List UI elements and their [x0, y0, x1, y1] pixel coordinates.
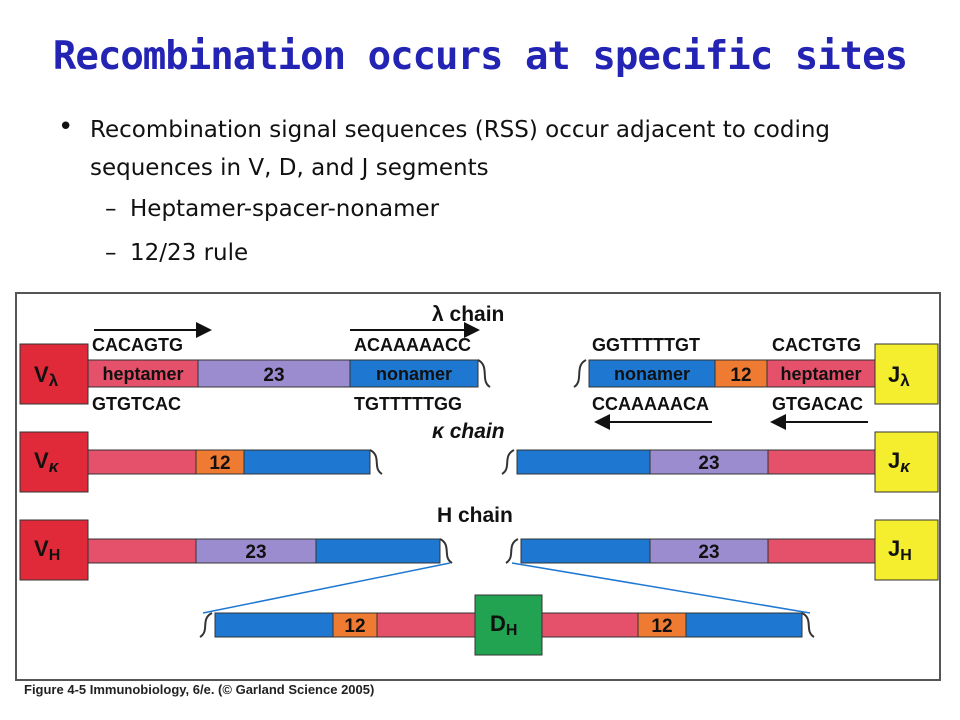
d-left-nonamer: [214, 612, 334, 638]
kappa-left-spacer-label: 12: [209, 453, 230, 474]
lambda-right-nonamer: [588, 359, 716, 388]
v-heavy-label: VH: [34, 536, 60, 564]
lambda-seq-rb-2: GTGACAC: [772, 394, 863, 414]
lambda-left-spacer-23: [197, 359, 351, 388]
lambda-right-spacer-label: 12: [730, 365, 751, 386]
lambda-left-heptamer: [87, 359, 199, 388]
heavy-left-nonamer: [315, 538, 441, 564]
sub-bullet-dash-2: –: [105, 240, 117, 266]
kappa-left-nonamer: [243, 449, 371, 475]
d-right-heptamer: [541, 612, 639, 638]
lambda-seq-rt-1: GGTTTTTGT: [592, 335, 700, 355]
sub-bullet-1: Heptamer-spacer-nonamer: [130, 196, 440, 222]
j-heavy-box: [874, 519, 939, 581]
lambda-chain-label: λ chain: [432, 303, 504, 326]
heavy-row: H chain 23 23 VH JH 12 DH 12: [19, 504, 939, 656]
slide-title: Recombination occurs at specific sites: [52, 34, 908, 79]
d-left-break: [199, 612, 213, 638]
lambda-row: λ chain heptamer 23 nonamer CACAGTG ACAA…: [19, 303, 939, 430]
v-kappa-label: Vκ: [34, 448, 60, 476]
lambda-left-heptamer-label: heptamer: [102, 364, 183, 384]
v-heavy-box: [19, 519, 89, 581]
lambda-seq-lb-1: GTGTCAC: [92, 394, 181, 414]
heavy-right-break: [505, 538, 519, 564]
v-lambda-box: [19, 343, 89, 405]
kappa-chain-label: κ chain: [432, 420, 505, 443]
d-left-spacer-12: [332, 612, 378, 638]
kappa-left-spacer-12: [195, 449, 245, 475]
lambda-seq-rt-2: CACTGTG: [772, 335, 861, 355]
kappa-right-nonamer: [516, 449, 651, 475]
sub-bullet-dash-1: –: [105, 196, 117, 222]
bullet-marker: •: [58, 112, 74, 142]
lambda-left-nonamer-label: nonamer: [376, 364, 452, 384]
d-right-nonamer: [685, 612, 803, 638]
kappa-left-break: [369, 449, 383, 475]
sub-bullet-2: 12/23 rule: [130, 240, 249, 266]
figure-caption: Figure 4-5 Immunobiology, 6/e. (© Garlan…: [24, 682, 375, 697]
heavy-right-nonamer: [520, 538, 651, 564]
d-left-spacer-label: 12: [344, 616, 365, 637]
bullet-main: Recombination signal sequences (RSS) occ…: [90, 117, 831, 181]
kappa-right-spacer-label: 23: [698, 453, 719, 474]
j-lambda-box: [874, 343, 939, 405]
lambda-seq-lt-1: CACAGTG: [92, 335, 183, 355]
lambda-left-spacer-label: 23: [263, 365, 284, 386]
lambda-right-nonamer-label: nonamer: [614, 364, 690, 384]
d-left-heptamer: [376, 612, 476, 638]
kappa-left-heptamer: [87, 449, 197, 475]
heavy-left-heptamer: [87, 538, 197, 564]
j-kappa-label: Jκ: [888, 448, 911, 476]
v-kappa-box: [19, 431, 89, 493]
lambda-left-break: [477, 359, 491, 388]
j-heavy-label: JH: [888, 536, 912, 564]
heavy-left-spacer-label: 23: [245, 542, 266, 563]
d-zoom-line-left: [202, 562, 451, 614]
heavy-right-spacer-label: 23: [698, 542, 719, 563]
lambda-seq-lb-2: TGTTTTTGG: [354, 394, 462, 414]
d-heavy-label: DH: [490, 611, 517, 639]
v-lambda-label: Vλ: [34, 362, 59, 390]
heavy-left-break: [439, 538, 453, 564]
kappa-right-spacer-23: [649, 449, 769, 475]
kappa-right-break: [501, 449, 515, 475]
j-lambda-label: Jλ: [888, 362, 910, 390]
d-right-spacer-12: [637, 612, 687, 638]
d-right-spacer-label: 12: [651, 616, 672, 637]
lambda-left-nonamer: [349, 359, 479, 388]
d-right-break: [801, 612, 815, 638]
lambda-right-break: [573, 359, 587, 388]
heavy-chain-label: H chain: [437, 504, 513, 527]
lambda-seq-lt-2: ACAAAAACC: [354, 335, 471, 355]
heavy-left-spacer-23: [195, 538, 317, 564]
d-zoom-line-right: [511, 562, 811, 614]
lambda-right-spacer-12: [714, 359, 768, 388]
j-kappa-box: [874, 431, 939, 493]
kappa-right-heptamer: [767, 449, 876, 475]
heavy-right-heptamer: [767, 538, 876, 564]
lambda-right-heptamer: [766, 359, 876, 388]
kappa-row: κ chain 12 23 Vκ Jκ: [19, 420, 939, 493]
lambda-right-heptamer-label: heptamer: [780, 364, 861, 384]
lambda-seq-rb-1: CCAAAAACA: [592, 394, 709, 414]
d-heavy-box: [474, 594, 543, 656]
